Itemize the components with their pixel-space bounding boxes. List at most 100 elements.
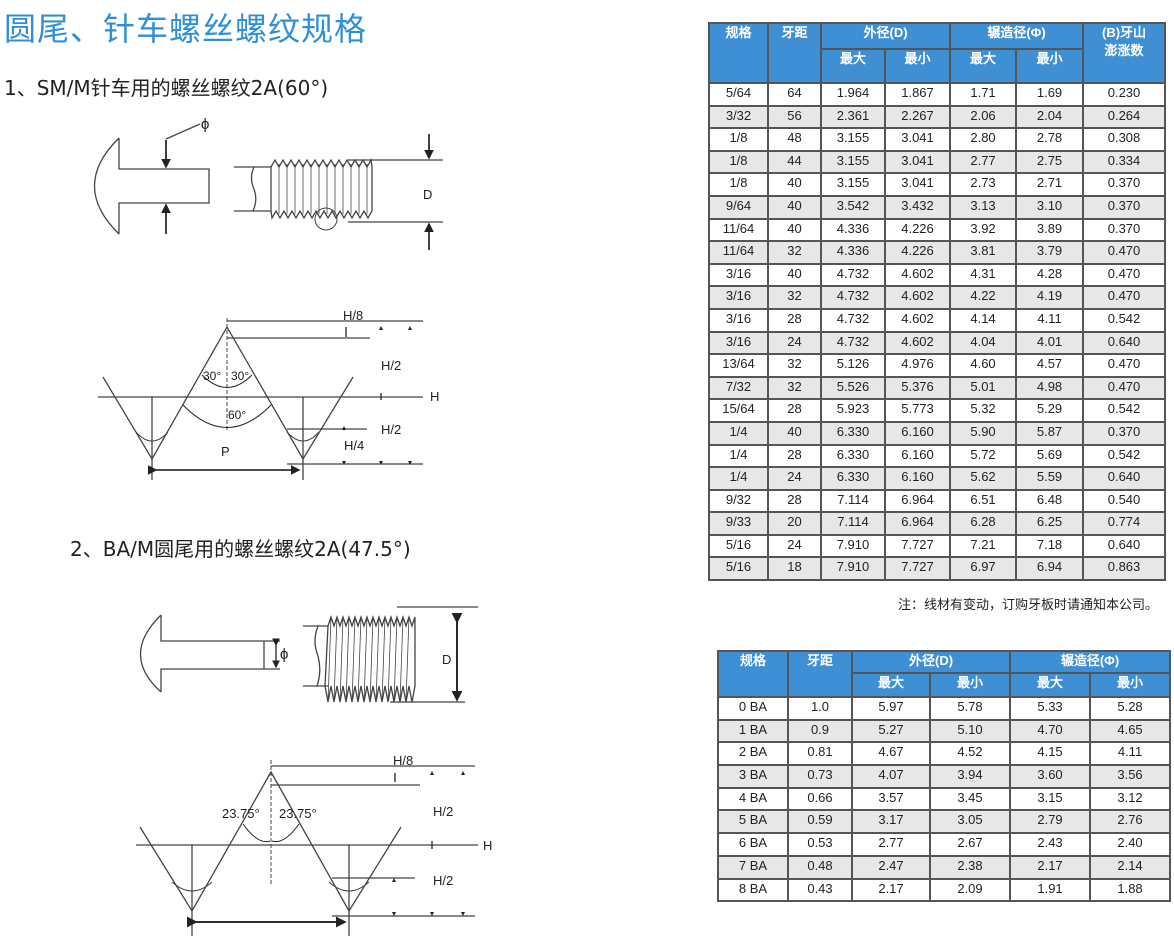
table-cell: 2.77	[851, 832, 931, 857]
thread-diagrams: ϕ D H/8 H/2 H H/2 H/4 P 30° 30° 60° ϕ D …	[93, 116, 492, 936]
table-cell: 3.56	[1089, 764, 1172, 789]
sm-thread-spec-table: 规格 牙距 外径(D) 辗造径(Φ) (B)牙山澎涨数 最大 最小 最大 最小 …	[708, 22, 1167, 582]
header-spec: 规格	[708, 22, 769, 84]
section1-heading: 1、SM/M针车用的螺丝螺纹2A(60°)	[4, 76, 329, 100]
h-label: H	[430, 389, 439, 404]
p-label: P	[221, 444, 230, 459]
table-cell: 28	[767, 398, 822, 423]
table-cell: 0.540	[1082, 488, 1167, 514]
table-cell: 7.727	[883, 533, 952, 559]
table-cell: 2.79	[1009, 809, 1092, 835]
table-cell: 4.602	[883, 307, 952, 333]
table-cell: 1/8	[708, 127, 769, 152]
table-cell: 9/33	[708, 511, 769, 536]
table-cell: 4.732	[820, 330, 886, 356]
header-outer-diameter: 外径(D)	[819, 22, 952, 50]
table-cell: 4.732	[820, 285, 886, 310]
table-cell: 2.47	[851, 854, 931, 880]
h8-label: H/8	[343, 308, 363, 323]
table-cell: 3.13	[949, 194, 1018, 220]
table-cell: 5.27	[851, 718, 931, 744]
table-cell: 4.19	[1015, 285, 1085, 310]
table-cell: 4.70	[1009, 718, 1092, 744]
table-cell: 4.732	[820, 307, 886, 333]
table-cell: 0.48	[787, 854, 853, 880]
table-cell: 3/16	[708, 307, 769, 333]
table-cell: 28	[767, 307, 822, 333]
table-cell: 11/64	[708, 240, 769, 265]
table-cell: 4.60	[949, 353, 1018, 378]
table-cell: 3.79	[1015, 240, 1085, 265]
table-cell: 5.72	[949, 443, 1018, 469]
table-cell: 4.15	[1009, 741, 1092, 767]
table-cell: 4.28	[1015, 262, 1085, 288]
table-cell: 40	[767, 420, 822, 446]
table-cell: 4.11	[1089, 741, 1172, 767]
table-cell: 44	[767, 149, 822, 175]
table-cell: 11/64	[708, 217, 769, 243]
table-cell: 0.9	[787, 718, 853, 744]
table-cell: 6.51	[949, 488, 1018, 514]
table-cell: 3.432	[883, 194, 952, 220]
header-pitch: 牙距	[787, 650, 853, 698]
table-cell: 15/64	[708, 398, 769, 423]
table-cell: 0.81	[787, 741, 853, 767]
table-cell: 5.376	[883, 375, 952, 401]
table-cell: 5.126	[820, 353, 886, 378]
table-cell: 3.155	[820, 127, 886, 152]
table-cell: 40	[767, 262, 822, 288]
table-cell: 0.66	[787, 786, 853, 812]
header-spec: 规格	[717, 650, 789, 698]
table-cell: 6.160	[883, 443, 952, 469]
d-label: D	[442, 652, 451, 667]
h2-label: H/2	[381, 358, 401, 373]
table-cell: 5 BA	[717, 809, 789, 835]
table-cell: 4.31	[949, 262, 1018, 288]
header-roll-diameter: 辗造径(Φ)	[1009, 650, 1172, 674]
table-cell: 1.88	[1089, 877, 1172, 903]
section2-heading: 2、BA/M圆尾用的螺丝螺纹2A(47.5°)	[70, 537, 411, 561]
table-cell: 3.041	[883, 149, 952, 175]
table-cell: 5.33	[1009, 696, 1092, 721]
table-cell: 4.602	[883, 262, 952, 288]
table-cell: 4.976	[883, 353, 952, 378]
table-cell: 5.59	[1015, 466, 1085, 491]
table-cell: 4.07	[851, 764, 931, 789]
table-cell: 18	[767, 556, 822, 582]
table-cell: 3.155	[820, 149, 886, 175]
table-cell: 3.041	[883, 127, 952, 152]
table-cell: 0.542	[1082, 398, 1167, 423]
page-title: 圆尾、针车螺丝螺纹规格	[4, 10, 368, 48]
table-cell: 4 BA	[717, 786, 789, 812]
table-cell: 6.97	[949, 556, 1018, 582]
table-cell: 5.87	[1015, 420, 1085, 446]
table-cell: 2.78	[1015, 127, 1085, 152]
table-cell: 32	[767, 353, 822, 378]
table-cell: 1.91	[1009, 877, 1092, 903]
table-cell: 3.57	[851, 786, 931, 812]
table-cell: 0.470	[1082, 285, 1167, 310]
table-cell: 7 BA	[717, 854, 789, 880]
table-cell: 4.14	[949, 307, 1018, 333]
h2-label: H/2	[433, 873, 453, 888]
table-cell: 0 BA	[717, 696, 789, 721]
table-cell: 4.602	[883, 330, 952, 356]
table-cell: 7.910	[820, 556, 886, 582]
table-cell: 0.370	[1082, 217, 1167, 243]
table-cell: 6.25	[1015, 511, 1085, 536]
header-min: 最小	[883, 48, 952, 84]
table-cell: 9/64	[708, 194, 769, 220]
table-cell: 7.21	[949, 533, 1018, 559]
header-max: 最大	[949, 48, 1018, 84]
table-cell: 2.75	[1015, 149, 1085, 175]
table-cell: 5.526	[820, 375, 886, 401]
table-cell: 0.640	[1082, 330, 1167, 356]
